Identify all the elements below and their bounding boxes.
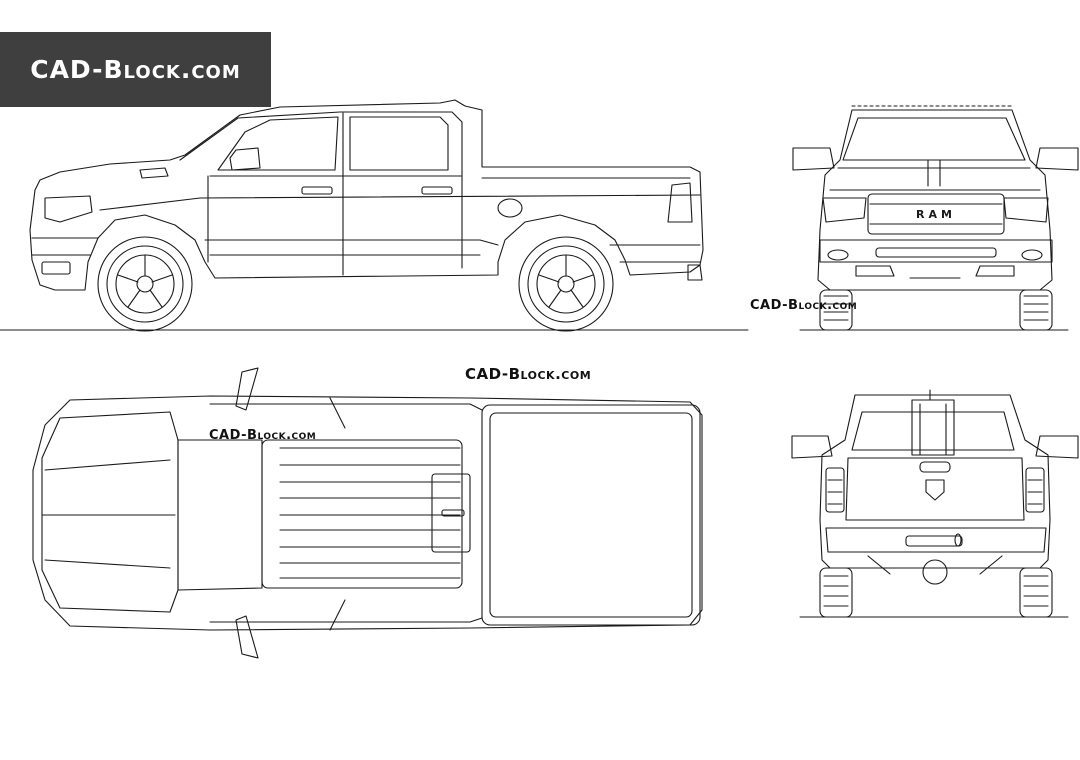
front-mirror-right: [1036, 148, 1078, 170]
side-window-frame: [180, 112, 462, 176]
top-mirror-right: [236, 616, 258, 658]
side-window-rear: [350, 117, 448, 170]
side-fuel-door: [498, 199, 522, 217]
watermark-center: CAD-Block.com: [465, 365, 592, 383]
side-wheel-rear: [519, 237, 613, 331]
side-body-outline: [30, 100, 703, 290]
top-hood: [42, 412, 178, 612]
top-roof: [262, 440, 462, 588]
front-mirror-left: [793, 148, 834, 170]
rear-cab-outline: [820, 395, 1050, 568]
logo-banner: CAD-Block.com: [0, 32, 271, 107]
front-view: RAM: [793, 106, 1078, 330]
side-mirror: [230, 148, 260, 170]
side-door-handle-front: [302, 187, 332, 194]
logo-text: CAD-Block.com: [30, 55, 241, 84]
side-view: [0, 100, 748, 331]
rear-tire-left: [820, 568, 852, 617]
side-wheel-front: [98, 237, 192, 331]
top-mirror-left: [236, 368, 258, 410]
front-tire-right: [1020, 290, 1052, 330]
side-tail-light: [668, 183, 692, 222]
front-headlight-right: [1004, 198, 1048, 222]
side-window-front: [218, 117, 338, 170]
rear-tail-light-right: [1026, 468, 1044, 512]
front-headlight-left: [823, 198, 866, 222]
rear-ram-badge: [926, 480, 944, 500]
top-windshield: [178, 440, 262, 590]
rear-view: [792, 390, 1078, 617]
front-grille: [868, 194, 1004, 234]
front-cab-outline: [818, 110, 1052, 290]
side-door-handle-rear: [422, 187, 452, 194]
rear-mirror-right: [1036, 436, 1078, 458]
rear-tire-right: [1020, 568, 1052, 617]
top-body-outline: [33, 396, 702, 630]
grille-lettering: RAM: [916, 208, 956, 221]
rear-mirror-left: [792, 436, 832, 458]
rear-window: [852, 412, 1014, 450]
rear-tailgate: [846, 458, 1024, 520]
watermark-top-view: CAD-Block.com: [209, 428, 317, 443]
top-bed: [482, 405, 700, 625]
watermark-front-view: CAD-Block.com: [750, 298, 858, 313]
rear-ladder-rack: [912, 400, 954, 455]
rear-tail-light-left: [826, 468, 844, 512]
top-sunroof: [432, 474, 470, 552]
top-view: [33, 368, 702, 658]
front-tire-left: [820, 290, 852, 330]
side-headlight: [45, 196, 92, 222]
front-windshield: [843, 118, 1025, 160]
